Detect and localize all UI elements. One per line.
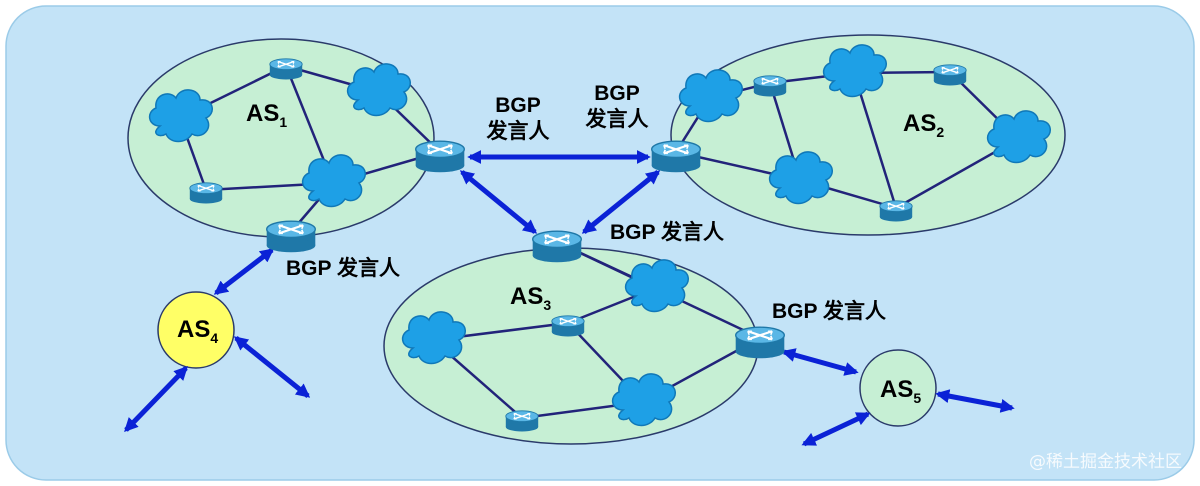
as4-circle (157, 291, 235, 369)
router-icon (531, 230, 583, 264)
double-arrow-icon (581, 170, 661, 234)
speaker-label-middle: BGP 发言人 (610, 220, 724, 244)
speaker-label-left: BGP 发言人 (286, 256, 400, 280)
watermark: @稀土掘金技术社区 (1029, 452, 1182, 472)
as5-label: AS5 (880, 376, 921, 406)
double-arrow-icon (781, 348, 859, 376)
router-icon (414, 140, 466, 174)
router-icon (189, 182, 223, 205)
router-icon (269, 58, 303, 81)
router-icon (734, 326, 786, 360)
speaker-label-top-right-line2: 发言人 (585, 107, 649, 131)
speaker-label-top-right-line1: BGP (594, 82, 640, 105)
double-arrow-icon (459, 170, 538, 234)
router-icon (551, 315, 585, 338)
double-arrow-icon (213, 248, 275, 295)
router-icon (879, 200, 913, 223)
router-icon (933, 64, 967, 87)
double-arrow-icon (801, 411, 871, 447)
double-arrow-icon (124, 365, 188, 433)
as2-label: AS2 (903, 110, 944, 140)
router-icon (265, 220, 317, 254)
speaker-label-top-left-line2: 发言人 (486, 119, 550, 143)
as5-circle (859, 349, 937, 427)
router-icon (753, 75, 787, 98)
as3-label: AS3 (510, 283, 551, 313)
router-icon (505, 410, 539, 433)
speaker-label-top-left-line1: BGP (495, 94, 541, 117)
double-arrow-icon (233, 336, 311, 398)
speaker-label-right: BGP 发言人 (772, 299, 886, 323)
router-icon (650, 140, 702, 174)
as4-label: AS4 (177, 316, 218, 346)
bgp-arrows (124, 150, 1015, 447)
double-arrow-icon (935, 389, 1015, 413)
as1-label: AS1 (246, 100, 287, 130)
